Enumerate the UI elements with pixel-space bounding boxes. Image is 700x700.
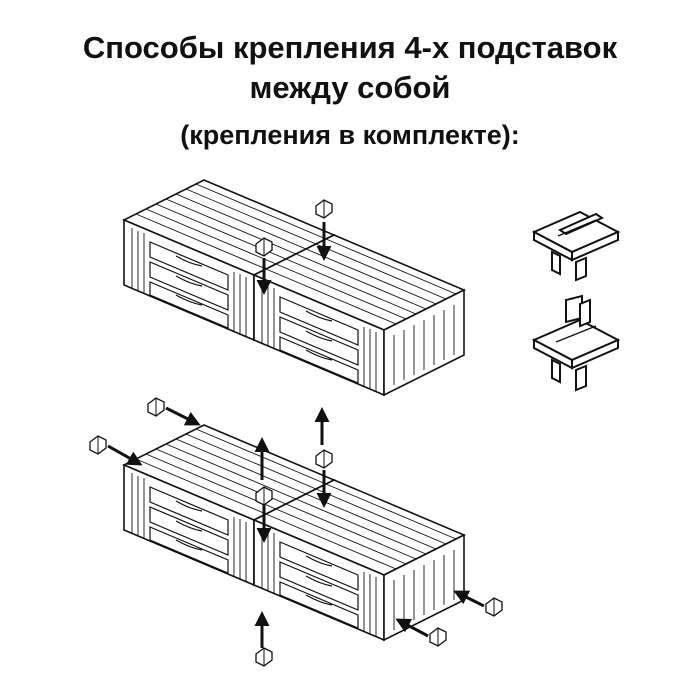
clip-icon: [89, 435, 107, 455]
connector-detail-top: [531, 210, 621, 282]
clip-icon: [315, 449, 333, 469]
page-title: Способы крепления 4-х подставок между со…: [0, 28, 700, 108]
clip-icon: [429, 627, 447, 647]
page-subtitle: (крепления в комплекте):: [180, 120, 520, 150]
arrow-left-icon: [453, 590, 485, 608]
clip-icon: [147, 397, 165, 417]
arrow-left-icon: [395, 618, 429, 638]
lower-stands: [123, 424, 465, 641]
title-line-1: Способы крепления 4-х подставок: [82, 30, 618, 65]
stand-lower-right: [253, 479, 465, 641]
connector-detail-bottom: [531, 294, 621, 392]
arrows: [107, 222, 485, 648]
clip-icon: [315, 199, 333, 219]
clip-icon: [255, 647, 273, 667]
arrow-right-icon: [107, 444, 143, 466]
clip-icon: [485, 597, 503, 617]
title-line-2: между собой: [249, 70, 451, 105]
upper-stands: [123, 179, 465, 396]
stand-upper-right: [253, 234, 465, 396]
arrow-right-icon: [165, 406, 201, 426]
